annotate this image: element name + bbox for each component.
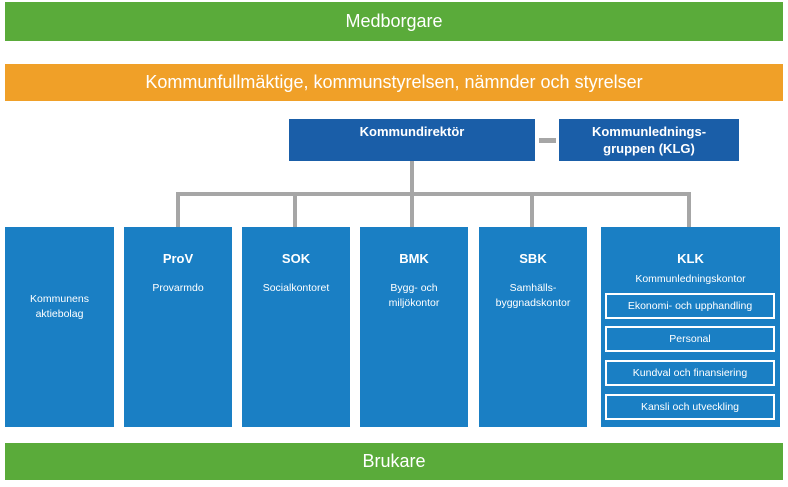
unit-code: SBK [519, 251, 547, 266]
branch-connector-klk [687, 192, 691, 227]
unit-prov: ProV Provarmdo [124, 227, 232, 427]
users-label: Brukare [362, 451, 426, 471]
branch-connector-sok [293, 192, 297, 227]
unit-klk: KLK Kommunledningskontor Ekonomi- och up… [601, 227, 780, 427]
unit-bmk: BMK Bygg- och miljökontor [360, 227, 468, 427]
director-klg-connector [539, 138, 556, 143]
klg-label: Kommunlednings- gruppen (KLG) [591, 124, 707, 156]
horizontal-connector [176, 192, 691, 196]
unit-sbk: SBK Samhälls- byggnadskontor [479, 227, 587, 427]
unit-code: SOK [281, 251, 311, 266]
council-bar: Kommunfullmäktige, kommunstyrelsen, nämn… [5, 64, 783, 101]
unit-code: ProV [162, 251, 194, 266]
unit-label: Samhälls- byggnadskontor [495, 282, 571, 309]
unit-aktiebolag: Kommunens aktiebolag [5, 227, 114, 427]
citizens-bar: Medborgare [5, 2, 783, 41]
unit-sok: SOK Socialkontoret [242, 227, 350, 427]
unit-label: Kommunens aktiebolag [30, 293, 89, 320]
citizens-label: Medborgare [345, 11, 443, 31]
klk-item-ekonomi: Ekonomi- och upphandling [605, 293, 775, 319]
unit-code: KLK [677, 251, 704, 266]
branch-connector-sbk [530, 192, 534, 227]
director-label: Kommundirektör [359, 124, 465, 139]
trunk-connector [410, 161, 414, 194]
branch-connector-prov [176, 192, 180, 227]
klk-item-personal: Personal [605, 326, 775, 352]
unit-label: Provarmdo [152, 282, 204, 294]
director-box: Kommundirektör [289, 119, 535, 161]
council-label: Kommunfullmäktige, kommunstyrelsen, nämn… [145, 72, 643, 92]
klk-item-kansli: Kansli och utveckling [605, 394, 775, 420]
branch-connector-bmk [410, 192, 414, 227]
klg-box: Kommunlednings- gruppen (KLG) [559, 119, 739, 161]
unit-label: Socialkontoret [262, 282, 330, 294]
klk-item-kundval: Kundval och finansiering [605, 360, 775, 386]
unit-label: Kommunledningskontor [635, 273, 746, 285]
users-bar: Brukare [5, 443, 783, 480]
unit-code: BMK [399, 251, 429, 266]
unit-label: Bygg- och miljökontor [388, 282, 440, 309]
